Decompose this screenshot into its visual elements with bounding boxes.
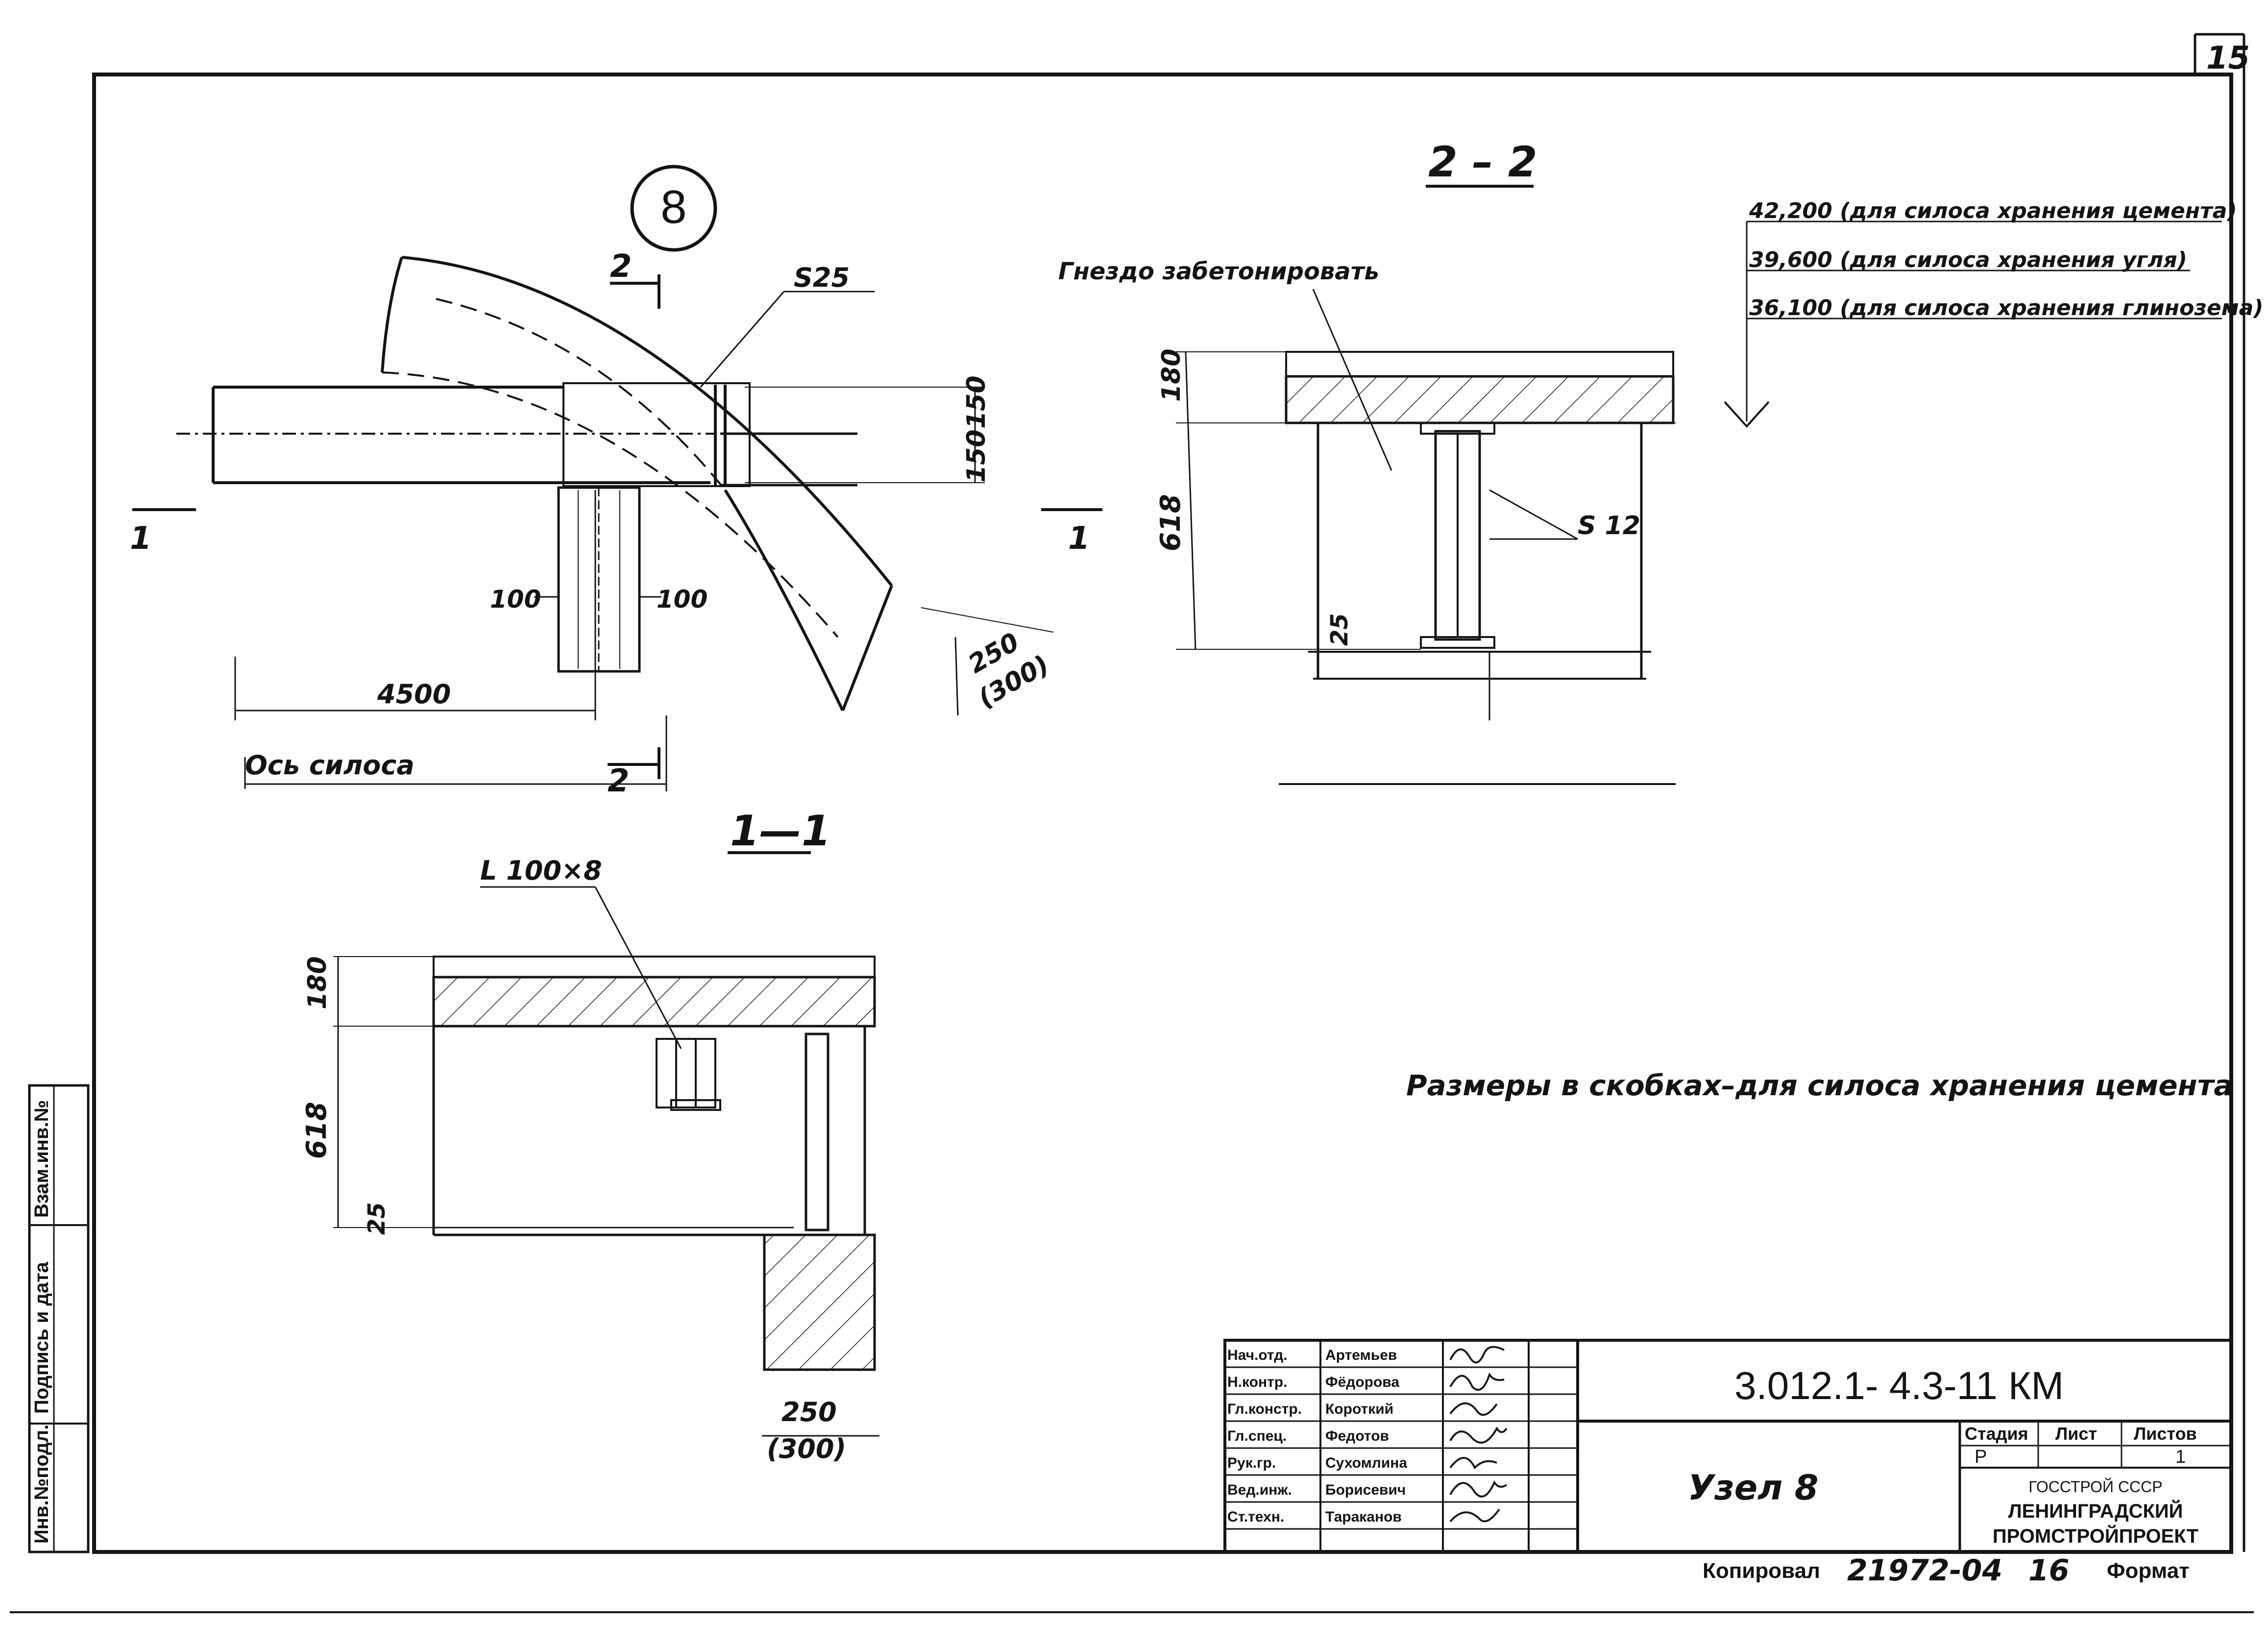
name-1: Фёдорова — [1325, 1374, 1399, 1390]
section-2-2-fill-note: Гнездо забетонировать — [1058, 258, 1379, 285]
role-4: Рук.гр. — [1227, 1455, 1276, 1471]
cut-mark-1-right: 1 — [1068, 520, 1090, 557]
section-2-2-drawing — [1176, 221, 2222, 785]
copied-label: Копировал — [1703, 1559, 1820, 1583]
drawing-title: Узел 8 — [1688, 1468, 1818, 1508]
role-2: Гл.констр. — [1227, 1401, 1302, 1417]
sheet-label: Лист — [2055, 1424, 2097, 1444]
role-5: Вед.инж. — [1227, 1482, 1292, 1498]
section-2-2-title: 2 – 2 — [1428, 138, 1537, 187]
sheets-label: Листов — [2134, 1424, 2197, 1444]
name-0: Артемьев — [1325, 1347, 1397, 1363]
signatures — [1449, 1346, 1508, 1523]
plan-dim-100-left: 100 — [490, 585, 541, 614]
node-circle — [630, 165, 717, 252]
plan-weld-s25: S25 — [794, 262, 850, 293]
cut-mark-2-top: 2 — [610, 248, 632, 285]
section-1-1-dim-300: (300) — [767, 1433, 846, 1464]
plan-dim-4500: 4500 — [377, 679, 451, 710]
margin-vzam-inv: Взам.инв.№ — [31, 1100, 52, 1218]
role-0: Нач.отд. — [1227, 1347, 1288, 1363]
node-number: 8 — [660, 181, 686, 233]
elevation-cement: 42,200 (для силоса хранения цемента) — [1749, 198, 2237, 223]
plan-axis-label: Ось силоса — [245, 750, 415, 781]
section-2-2-dim-180: 180 — [1157, 348, 1186, 402]
sheet-frame — [10, 33, 2254, 1613]
role-6: Ст.техн. — [1227, 1509, 1284, 1525]
name-2: Короткий — [1325, 1401, 1393, 1417]
name-3: Федотов — [1325, 1428, 1389, 1444]
general-note: Размеры в скобках–для силоса хранения це… — [1406, 1069, 2233, 1102]
stage-label: Стадия — [1965, 1424, 2028, 1444]
copy-number: 21972-04 — [1847, 1553, 2002, 1588]
margin-inv-podl: Инв.№подл. — [31, 1425, 52, 1544]
name-6: Тараканов — [1325, 1509, 1402, 1525]
stage-value: Р — [1975, 1447, 1987, 1467]
section-1-1-angle: L 100×8 — [480, 855, 602, 886]
margin-stamp — [28, 1084, 90, 1553]
name-4: Сухомлина — [1325, 1455, 1407, 1471]
plan-view — [132, 256, 1102, 791]
section-1-1-dim-618: 618 — [301, 1102, 333, 1159]
org-line-2: ЛЕНИНГРАДСКИЙ — [2008, 1500, 2183, 1522]
title-block — [1223, 1339, 2233, 1553]
elevation-coal: 39,600 (для силоса хранения угля) — [1749, 247, 2187, 272]
org-line-1: ГОССТРОЙ СССР — [2028, 1478, 2162, 1496]
role-3: Гл.спец. — [1227, 1428, 1287, 1444]
section-1-1-dim-25: 25 — [363, 1202, 390, 1235]
org-line-3: ПРОМСТРОЙПРОЕКТ — [1993, 1525, 2198, 1547]
section-1-1-dim-250: 250 — [781, 1397, 837, 1427]
plan-dim-100-right: 100 — [657, 585, 707, 614]
section-1-1-title: 1—1 — [730, 807, 831, 856]
cut-mark-2-bottom: 2 — [608, 763, 630, 799]
sheets-value: 1 — [2175, 1447, 2186, 1467]
margin-signature-date: Подпись и дата — [31, 1261, 52, 1414]
name-5: Борисевич — [1325, 1482, 1406, 1498]
section-1-1-dim-180: 180 — [303, 956, 332, 1009]
section-2-2-dim-25: 25 — [1326, 613, 1353, 646]
section-2-2-dim-618: 618 — [1155, 494, 1187, 551]
plan-dim-150-top: 150 — [962, 375, 991, 429]
section-1-1-drawing — [333, 886, 879, 1437]
format-label: Формат — [2107, 1559, 2190, 1583]
section-2-2-weld-s12: S 12 — [1578, 511, 1640, 541]
document-code: 3.012.1- 4.3-11 КМ — [1734, 1364, 2064, 1407]
copy-sheet: 16 — [2028, 1553, 2070, 1588]
role-1: Н.контр. — [1227, 1374, 1287, 1390]
elevation-alumina: 36,100 (для силоса хранения глинозема) — [1749, 295, 2263, 320]
cut-mark-1-left: 1 — [130, 520, 152, 557]
plan-dim-150-bottom: 150 — [962, 429, 991, 483]
page-number: 15 — [2206, 40, 2250, 76]
